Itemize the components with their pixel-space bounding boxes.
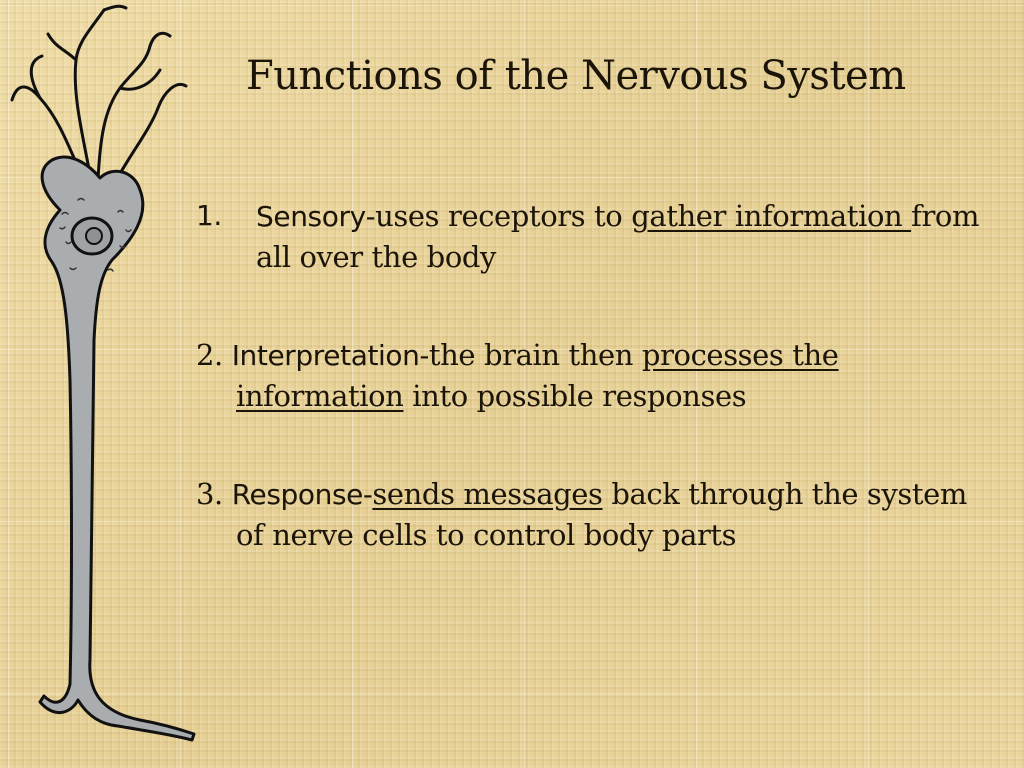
item-dash: - — [365, 199, 376, 233]
slide-title: Functions of the Nervous System — [246, 53, 906, 99]
list-item-sensory: 1. Sensory-uses receptors to gather info… — [196, 196, 996, 277]
neuron-illustration — [10, 4, 196, 742]
item-dash: - — [419, 338, 430, 372]
item-dash: - — [362, 477, 373, 511]
item-text: back through the system of nerve cells t… — [236, 477, 967, 552]
item-number: 2. — [196, 338, 223, 372]
item-number: 1. — [196, 199, 222, 232]
item-underlined-text: sends messages — [372, 477, 603, 511]
item-term: Response — [231, 478, 364, 511]
item-text: uses receptors to — [375, 199, 632, 233]
function-list: 1. Sensory-uses receptors to gather info… — [196, 196, 996, 555]
item-number: 3. — [196, 477, 223, 511]
item-underlined-text: processes the information — [236, 338, 839, 413]
list-item-response: 3. Response-sends messages back through … — [196, 474, 996, 555]
list-item-interpretation: 2. Interpretation-the brain then process… — [196, 335, 996, 416]
item-text: from all over the body — [256, 199, 980, 274]
item-text: into possible responses — [403, 379, 747, 413]
item-underlined-text: gather information — [631, 199, 912, 233]
item-text: the brain then — [428, 338, 642, 372]
item-term: Interpretation — [231, 339, 420, 372]
item-term: Sensory — [256, 200, 366, 233]
